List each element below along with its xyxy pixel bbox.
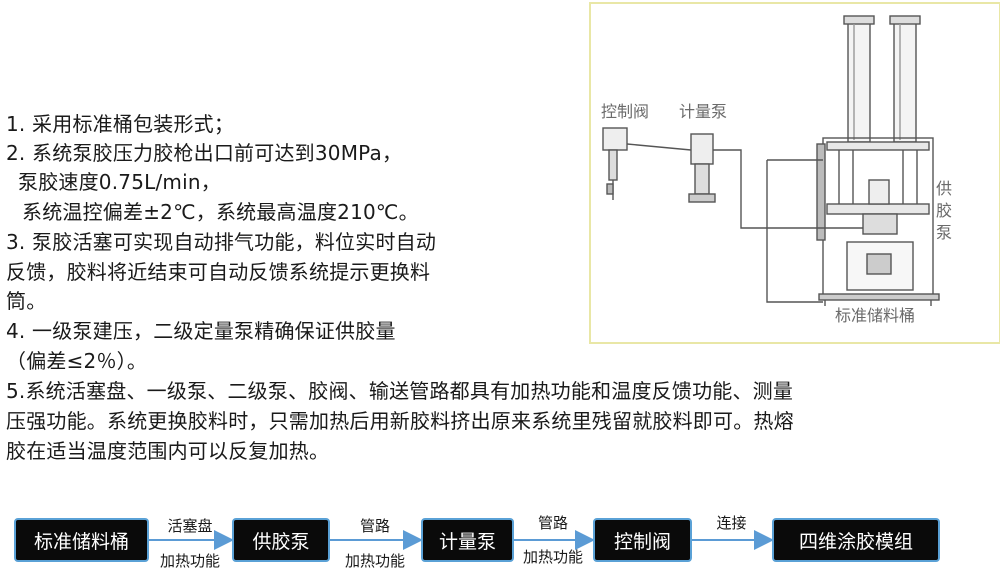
label-box xyxy=(766,159,823,303)
flow-edge-3-top: 管路 xyxy=(537,514,568,532)
flow-node-supply-pump: 供胶泵 xyxy=(232,518,330,562)
spec-line-5c: 筒。 xyxy=(6,289,47,313)
spec-line-6: 4. 一级泵建压，二级定量泵精确保证供胶量 xyxy=(6,319,396,343)
hose-valve-pump xyxy=(626,143,692,151)
flow-edge-2-bottom: 加热功能 xyxy=(344,552,405,570)
spec-line-5a: 3. 泵胶活塞可实现自动排气功能，料位实时自动 xyxy=(6,230,437,254)
equipment-schematic: 控制阀 计量泵 供胶泵 标准储料桶 xyxy=(589,2,1000,344)
flow-node-control-valve: 控制阀 xyxy=(593,518,692,562)
flow-edge-3-bottom: 加热功能 xyxy=(522,548,583,566)
spec-line-8a: 5.系统活塞盘、一级泵、二级泵、胶阀、输送管路都具有加热功能和温度反馈功能、测量 xyxy=(6,379,794,403)
metering-pump-label: 计量泵 xyxy=(679,102,728,121)
flow-node-metering-pump: 计量泵 xyxy=(421,518,514,562)
spec-line-7: （偏差≤2％）。 xyxy=(6,349,148,373)
spec-line-8c: 胶在适当温度范围内可以反复加热。 xyxy=(6,439,330,463)
flow-node-4d-dispensing-module: 四维涂胶模组 xyxy=(772,518,940,562)
spec-line-2: 2. 系统泵胶压力胶枪出口前可达到30MPa， xyxy=(6,141,403,165)
flow-edge-1-bottom: 加热功能 xyxy=(159,552,220,570)
supply-pump-label: 供胶泵 xyxy=(935,179,952,242)
spec-line-3: 泵胶速度0.75L/min， xyxy=(18,170,221,194)
spec-line-4: 系统温控偏差±2℃，系统最高温度210℃。 xyxy=(22,200,419,224)
schematic-drawing xyxy=(602,15,940,306)
flow-node-standard-drum: 标准储料桶 xyxy=(14,518,149,562)
spec-line-8b: 压强功能。系统更换胶料时，只需加热后用新胶料挤出原来系统里残留就胶料即可。热熔 xyxy=(6,409,794,433)
standard-drum-label: 标准储料桶 xyxy=(835,306,916,325)
spec-line-1: 1. 采用标准桶包装形式； xyxy=(6,112,235,136)
flow-edge-2-top: 管路 xyxy=(359,517,390,535)
supply-pump-body xyxy=(868,179,890,205)
hose-pump-supply xyxy=(713,149,863,229)
control-valve-label: 控制阀 xyxy=(601,102,650,121)
flow-edge-4-top: 连接 xyxy=(716,514,747,532)
spec-line-5b: 反馈，胶料将近结束可自动反馈系统提示更换料 xyxy=(6,260,431,284)
flow-edge-1-top: 活塞盘 xyxy=(167,517,213,535)
